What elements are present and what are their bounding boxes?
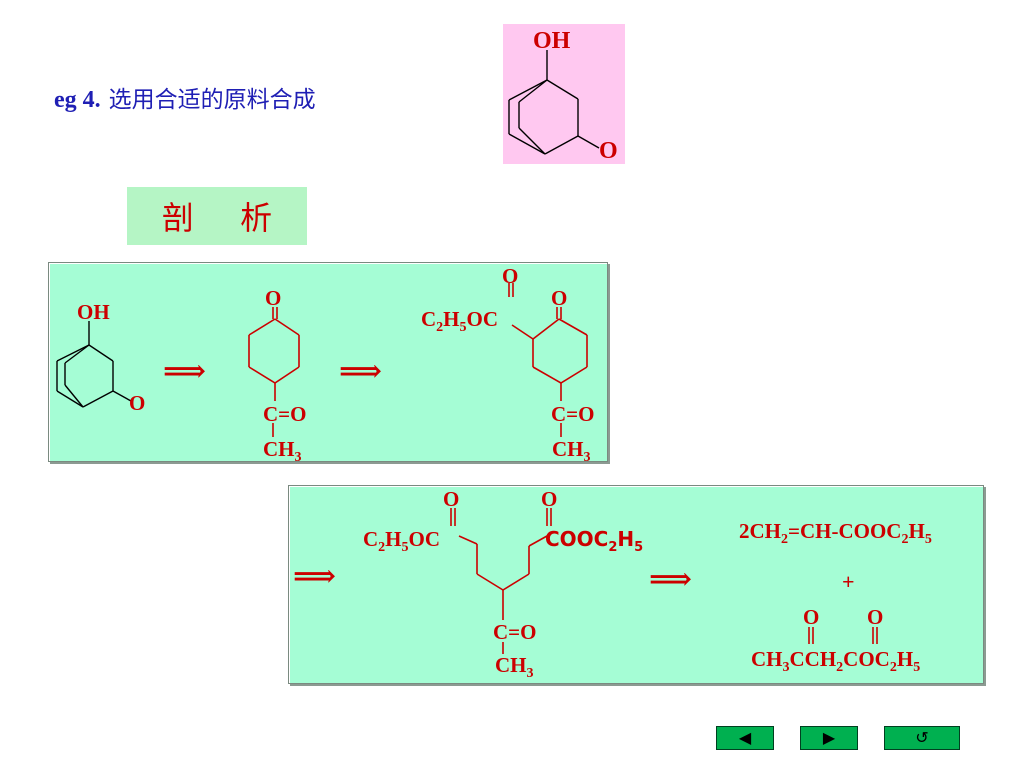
next-slide-button[interactable]: ▶ xyxy=(800,726,858,750)
product-o-label: O xyxy=(129,391,145,415)
ketoester-carbonyl: C=O xyxy=(551,402,594,426)
ethyl-ester-group: C2H5OC xyxy=(421,307,498,335)
target-oh-label: OH xyxy=(533,28,571,54)
diketone-carbonyl: C=O xyxy=(263,402,306,426)
diester-left-o: O xyxy=(443,487,459,511)
bicyclic-product-structure: OH O xyxy=(56,300,145,415)
ketoester-structure: O C2H5OC O C=O CH3 xyxy=(421,264,594,465)
ethyl-acetoacetate-formula: CH3CCH2COC2H5 xyxy=(751,647,920,675)
analysis-label: 剖 析 xyxy=(127,187,307,245)
target-molecule-box: OH O xyxy=(503,24,625,164)
retrosynthesis-scheme-1: OH O ⟹ O C=O CH3 ⟹ xyxy=(56,264,594,465)
target-ketone-o-label: O xyxy=(599,138,618,164)
triangle-right-icon: ▶ xyxy=(822,728,836,747)
retrosynthesis-scheme-2: ⟹ O O C2H5OC COOC2H5 C=O CH3 ⟹ 2CH2=CH-C… xyxy=(293,487,932,681)
return-arrow-icon: ↺ xyxy=(915,728,929,747)
diester-methyl: CH3 xyxy=(495,653,534,681)
retro-arrow-3: ⟹ xyxy=(293,560,336,593)
target-molecule-structure: OH O xyxy=(508,28,618,164)
starting-materials: 2CH2=CH-COOC2H5 + O O CH3CCH2COC2H5 xyxy=(739,519,932,675)
diketone-methyl: CH3 xyxy=(263,437,302,465)
title-text: 选用合适的原料合成 xyxy=(108,87,316,113)
ethyl-acrylate-formula: 2CH2=CH-COOC2H5 xyxy=(739,519,932,547)
retro-arrow-2: ⟹ xyxy=(339,355,382,388)
diketone-structure: O C=O CH3 xyxy=(248,286,306,465)
plus-sign: + xyxy=(842,569,855,594)
triangle-left-icon: ◀ xyxy=(738,728,752,747)
diester-carbonyl: C=O xyxy=(493,620,536,644)
ester-carbonyl-o: O xyxy=(502,264,518,288)
acetoacetate-o-1: O xyxy=(803,605,819,629)
previous-slide-button[interactable]: ◀ xyxy=(716,726,774,750)
return-button[interactable]: ↺ xyxy=(884,726,960,750)
example-number: eg 4. xyxy=(54,87,101,113)
diester-left-ester: C2H5OC xyxy=(363,527,440,555)
diester-right-o: O xyxy=(541,487,557,511)
retro-arrow-1: ⟹ xyxy=(163,355,206,388)
retrosynthesis-panel-2: ⟹ O O C2H5OC COOC2H5 C=O CH3 ⟹ 2CH2=CH-C… xyxy=(288,485,984,684)
product-oh-label: OH xyxy=(77,300,110,324)
ketoester-methyl: CH3 xyxy=(552,437,591,465)
slide-title: eg 4. 选用合适的原料合成 xyxy=(54,80,316,114)
retro-arrow-4: ⟹ xyxy=(649,563,692,596)
ketoester-ring-o: O xyxy=(551,286,567,310)
diketone-top-o: O xyxy=(265,286,281,310)
diester-right-ester: COOC2H5 xyxy=(545,527,643,555)
acetoacetate-o-2: O xyxy=(867,605,883,629)
triketone-diester-structure: O O C2H5OC COOC2H5 C=O CH3 xyxy=(363,487,643,681)
retrosynthesis-panel-1: OH O ⟹ O C=O CH3 ⟹ xyxy=(48,262,608,465)
